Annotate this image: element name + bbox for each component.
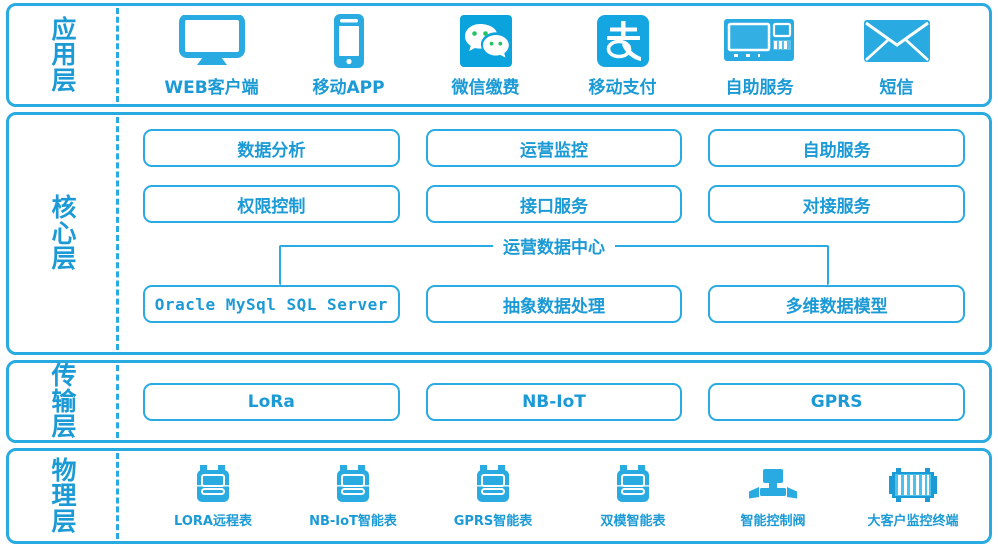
app-item-label: 移动APP <box>312 77 385 98</box>
transport-box-lora[interactable]: LoRa <box>143 382 400 421</box>
core-box-self-service[interactable]: 自助服务 <box>708 129 965 167</box>
phys-item-label: 大客户监控终端 <box>867 514 959 529</box>
app-item-label: 自助服务 <box>725 77 794 98</box>
desktop-monitor-icon <box>178 13 245 69</box>
core-box-databases[interactable]: Oracle MySql SQL Server <box>143 285 400 323</box>
app-item-label: WEB客户端 <box>164 77 259 98</box>
phys-item-label: LORA远程表 <box>174 514 252 529</box>
core-row-1: 数据分析 运营监控 自助服务 <box>143 129 965 167</box>
layer-label-char: 应 <box>51 14 77 44</box>
gas-meter-icon <box>613 463 653 507</box>
layer-body-physical: LORA远程表 NB-IoT智能表 <box>119 451 998 541</box>
app-item-mobile-payment[interactable]: 移动支付 <box>558 13 688 98</box>
phys-item-dual-mode-meter[interactable]: 双模智能表 <box>563 463 703 529</box>
envelope-icon <box>863 13 931 69</box>
layer-label-application: 应 用 层 <box>9 6 119 104</box>
phys-item-label: 双模智能表 <box>600 514 666 529</box>
phys-item-lora-meter[interactable]: LORA远程表 <box>143 463 283 529</box>
monitoring-cabinet-icon <box>886 463 940 507</box>
phys-item-key-account-terminal[interactable]: 大客户监控终端 <box>843 463 983 529</box>
layer-core: 核 心 层 数据分析 运营监控 自助服务 权限控制 接口服务 对接服务 运营数据… <box>6 112 992 355</box>
gas-meter-icon <box>333 463 373 507</box>
core-box-permission-control[interactable]: 权限控制 <box>143 185 400 223</box>
phys-item-label: NB-IoT智能表 <box>309 514 397 529</box>
layer-body-application: WEB客户端 移动APP <box>119 6 989 104</box>
layer-label-char: 传 <box>51 361 77 391</box>
layer-physical: 物 理 层 <box>6 448 992 544</box>
layer-label-char: 层 <box>51 244 77 274</box>
wechat-icon <box>459 13 512 69</box>
app-item-label: 微信缴费 <box>451 77 520 98</box>
data-center-label: 运营数据中心 <box>493 233 615 258</box>
app-item-web-client[interactable]: WEB客户端 <box>147 13 277 98</box>
phys-item-label: 智能控制阀 <box>740 514 806 529</box>
transport-item-list: LoRa NB-IoT GPRS <box>143 382 965 421</box>
phys-item-gprs-meter[interactable]: GPRS智能表 <box>423 463 563 529</box>
layer-label-char: 心 <box>51 218 77 248</box>
app-item-wechat-payment[interactable]: 微信缴费 <box>421 13 551 98</box>
core-row-3: Oracle MySql SQL Server 抽象数据处理 多维数据模型 <box>143 285 965 323</box>
layer-label-char: 层 <box>51 65 77 95</box>
app-item-label: 移动支付 <box>588 77 657 98</box>
smartphone-icon <box>332 13 366 69</box>
data-center-connector: 运营数据中心 <box>143 231 965 285</box>
layer-body-transport: LoRa NB-IoT GPRS <box>119 363 989 440</box>
core-box-interface-service[interactable]: 接口服务 <box>425 185 683 223</box>
self-service-kiosk-icon <box>721 13 799 69</box>
control-valve-icon <box>746 463 800 507</box>
core-box-integration-service[interactable]: 对接服务 <box>708 185 965 223</box>
layer-label-char: 输 <box>51 386 77 416</box>
alipay-icon <box>596 13 649 69</box>
core-row-2: 权限控制 接口服务 对接服务 <box>143 185 965 223</box>
layer-application: 应 用 层 WEB客户端 <box>6 3 992 107</box>
phys-item-control-valve[interactable]: 智能控制阀 <box>703 463 843 529</box>
layer-label-core: 核 心 层 <box>9 115 119 352</box>
app-item-self-service[interactable]: 自助服务 <box>695 13 825 98</box>
layer-label-char: 用 <box>51 40 77 70</box>
app-item-mobile-app[interactable]: 移动APP <box>284 13 414 98</box>
core-box-abstract-data-processing[interactable]: 抽象数据处理 <box>425 285 683 323</box>
layer-label-char: 核 <box>51 193 77 223</box>
gas-meter-icon <box>473 463 513 507</box>
layer-label-char: 层 <box>51 506 77 536</box>
core-box-data-analysis[interactable]: 数据分析 <box>143 129 400 167</box>
layer-body-core: 数据分析 运营监控 自助服务 权限控制 接口服务 对接服务 运营数据中心 Ora… <box>119 115 989 352</box>
app-item-sms[interactable]: 短信 <box>832 13 962 98</box>
layer-label-char: 层 <box>51 412 77 442</box>
phys-item-label: GPRS智能表 <box>453 514 533 529</box>
phys-item-nbiot-meter[interactable]: NB-IoT智能表 <box>283 463 423 529</box>
app-item-label: 短信 <box>879 77 914 98</box>
application-item-list: WEB客户端 移动APP <box>143 13 965 98</box>
layer-label-transport: 传 输 层 <box>9 363 119 440</box>
layer-transport: 传 输 层 LoRa NB-IoT GPRS <box>6 360 992 443</box>
core-box-operation-monitoring[interactable]: 运营监控 <box>425 129 683 167</box>
layer-label-physical: 物 理 层 <box>9 451 119 541</box>
gas-meter-icon <box>193 463 233 507</box>
layer-label-char: 理 <box>51 481 77 511</box>
core-box-multidimensional-data-model[interactable]: 多维数据模型 <box>708 285 965 323</box>
transport-box-nbiot[interactable]: NB-IoT <box>425 382 683 421</box>
physical-item-list: LORA远程表 NB-IoT智能表 <box>143 463 983 529</box>
layer-label-char: 物 <box>51 455 77 485</box>
transport-box-gprs[interactable]: GPRS <box>708 382 965 421</box>
